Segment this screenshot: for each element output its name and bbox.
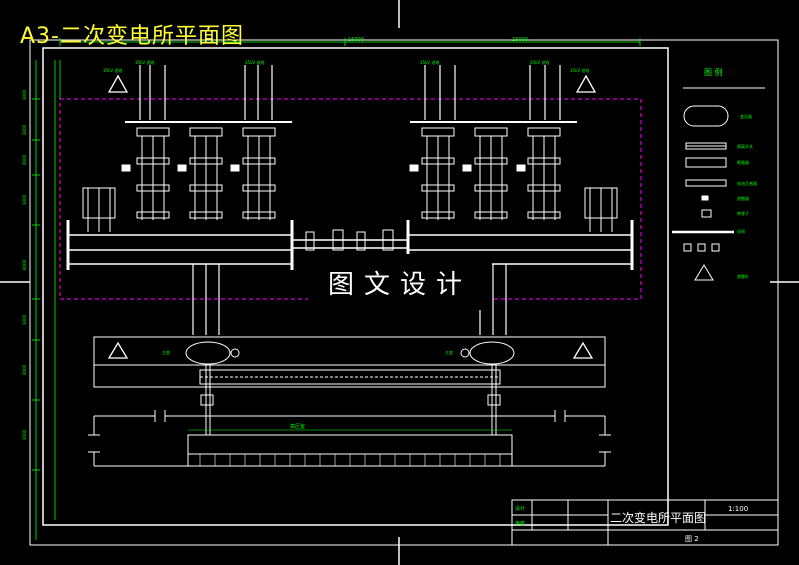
transformer-label-left: 主变 <box>162 349 170 355</box>
equipment-bays-right <box>409 127 618 232</box>
svg-text:4000: 4000 <box>22 364 27 375</box>
current-transformer-icon <box>685 179 727 187</box>
legend-label-breaker: 断路器 <box>737 159 749 165</box>
dim-left-labels: 3000 3000 4000 3000 6000 3000 4000 3000 <box>22 89 27 440</box>
titleblock-sheet: 图 2 <box>685 535 699 543</box>
titleblock-drawing-title: 二次变电所平面图 <box>610 510 706 525</box>
legend-label-busbar: 母线 <box>737 228 745 234</box>
svg-text:3000: 3000 <box>22 194 27 205</box>
transformer-icon <box>683 105 729 127</box>
dim-top-right: 16000 <box>512 37 528 43</box>
legend-title: 图 例 <box>704 67 723 77</box>
bus-coupler-equipment <box>305 229 394 251</box>
transformer-right <box>469 341 515 365</box>
feeder-bays <box>125 65 577 123</box>
page-title: A3-二次变电所平面图 <box>20 24 244 49</box>
titleblock-row2: 审核 <box>515 520 525 527</box>
switchroom <box>88 410 611 467</box>
lightning-rods <box>107 74 597 359</box>
transformer-left <box>185 341 231 365</box>
legend-label-current-transformer: 电流互感器 <box>737 180 757 186</box>
feeder-label-4: 35kV 进线 <box>420 59 439 65</box>
legend-label-disconnect-switch: 隔离开关 <box>737 143 753 149</box>
title-block <box>511 499 779 546</box>
feeder-label-6: 35kV 进线 <box>570 67 589 73</box>
insulator-icon <box>701 209 712 218</box>
feeder-label-1: 35kV 进线 <box>103 67 122 73</box>
equipment-bays-left <box>82 127 276 232</box>
switchroom-label: 高压室 <box>290 423 305 430</box>
feeder-label-3: 35kV 进线 <box>245 59 264 65</box>
legend-label-transformer: 变压器 <box>740 113 752 119</box>
feeder-label-5: 35kV 进线 <box>530 59 549 65</box>
titleblock-row1: 设计 <box>515 505 525 512</box>
feeder-label-2: 35kV 进线 <box>135 59 154 65</box>
busbars <box>66 220 634 270</box>
legend-label-insulator: 绝缘子 <box>737 210 749 216</box>
legend-label-arrester: 避雷器 <box>737 195 749 201</box>
svg-text:3000: 3000 <box>22 124 27 135</box>
watermark: 图文设计 <box>308 254 492 310</box>
svg-text:3000: 3000 <box>22 314 27 325</box>
titleblock-scale: 1:100 <box>728 505 748 513</box>
dim-top-left: 16000 <box>348 37 364 43</box>
transformer-yard <box>93 336 606 435</box>
plan-labels: 35kV 进线 35kV 进线 35kV 进线 35kV 进线 35kV 进线 … <box>103 59 589 430</box>
breaker-icon <box>685 157 727 168</box>
dimension-lines <box>32 38 641 540</box>
svg-text:3000: 3000 <box>22 89 27 100</box>
lightning-rod-icon <box>694 264 714 281</box>
svg-text:6000: 6000 <box>22 259 27 270</box>
outer-sheet-frame <box>29 39 779 546</box>
svg-text:3000: 3000 <box>22 429 27 440</box>
transformer-leads <box>192 264 507 335</box>
legend-label-lightning-rod: 避雷针 <box>737 273 749 279</box>
transformer-label-right: 主变 <box>445 349 453 355</box>
legend: 图 例 变压器 隔离开关 断路器 电流互感器 避雷器 绝缘子 母线 避雷针 <box>672 67 765 281</box>
svg-text:4000: 4000 <box>22 154 27 165</box>
arrester-icon <box>701 195 709 201</box>
